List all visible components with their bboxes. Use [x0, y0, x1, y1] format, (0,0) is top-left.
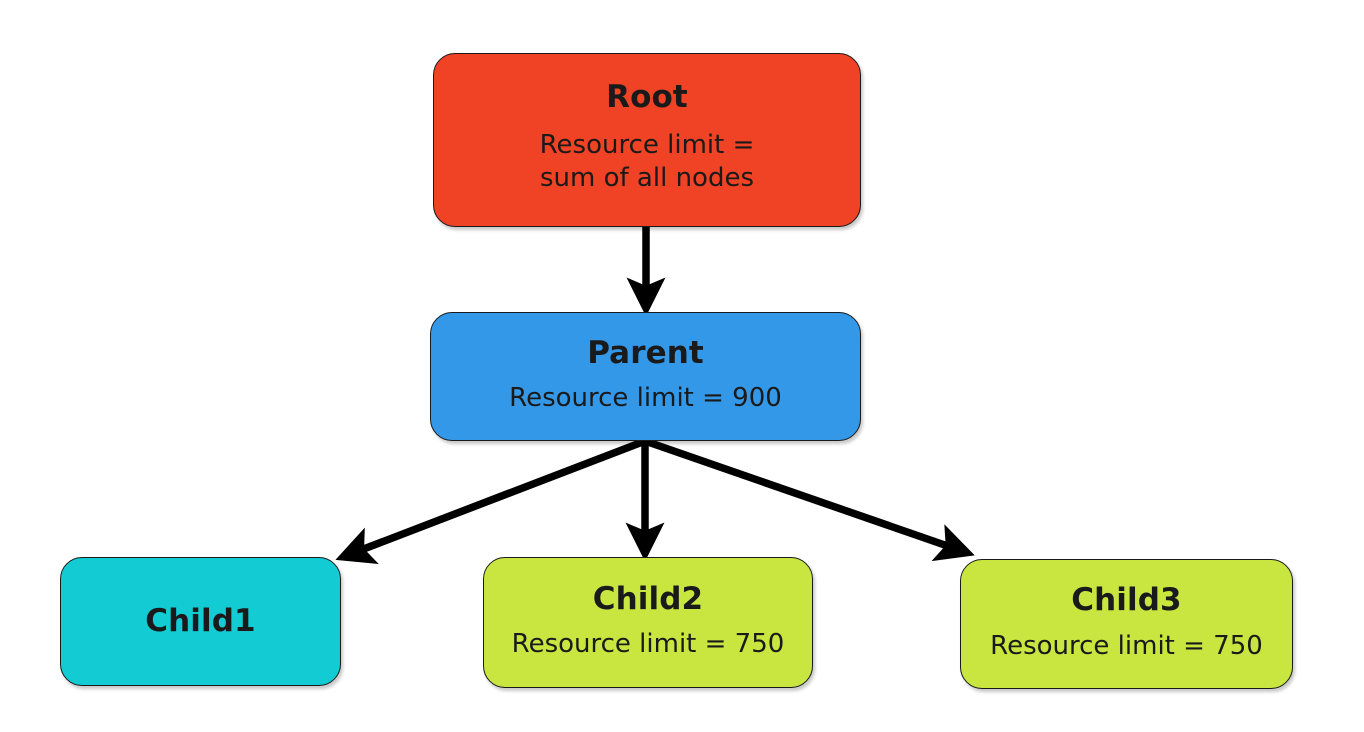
node-parent[interactable]: Parent Resource limit = 900 — [430, 312, 861, 441]
node-child2-subtitle: Resource limit = 750 — [511, 629, 785, 660]
node-parent-title: Parent — [587, 334, 704, 371]
node-child3-title: Child3 — [1071, 582, 1182, 618]
node-child2[interactable]: Child2 Resource limit = 750 — [483, 557, 813, 688]
node-child2-title: Child2 — [592, 580, 704, 617]
node-child3[interactable]: Child3 Resource limit = 750 — [960, 559, 1293, 689]
edge-parent-to-child1 — [335, 437, 647, 565]
node-child1[interactable]: Child1 — [60, 557, 341, 686]
node-root-title: Root — [606, 79, 688, 116]
node-root-subtitle: Resource limit = sum of all nodes — [539, 130, 755, 194]
node-child1-title: Child1 — [145, 603, 256, 640]
node-root[interactable]: Root Resource limit = sum of all nodes — [433, 53, 861, 227]
edge-parent-to-child3 — [643, 437, 975, 562]
node-parent-subtitle: Resource limit = 900 — [509, 383, 782, 414]
node-child3-subtitle: Resource limit = 750 — [990, 630, 1263, 661]
